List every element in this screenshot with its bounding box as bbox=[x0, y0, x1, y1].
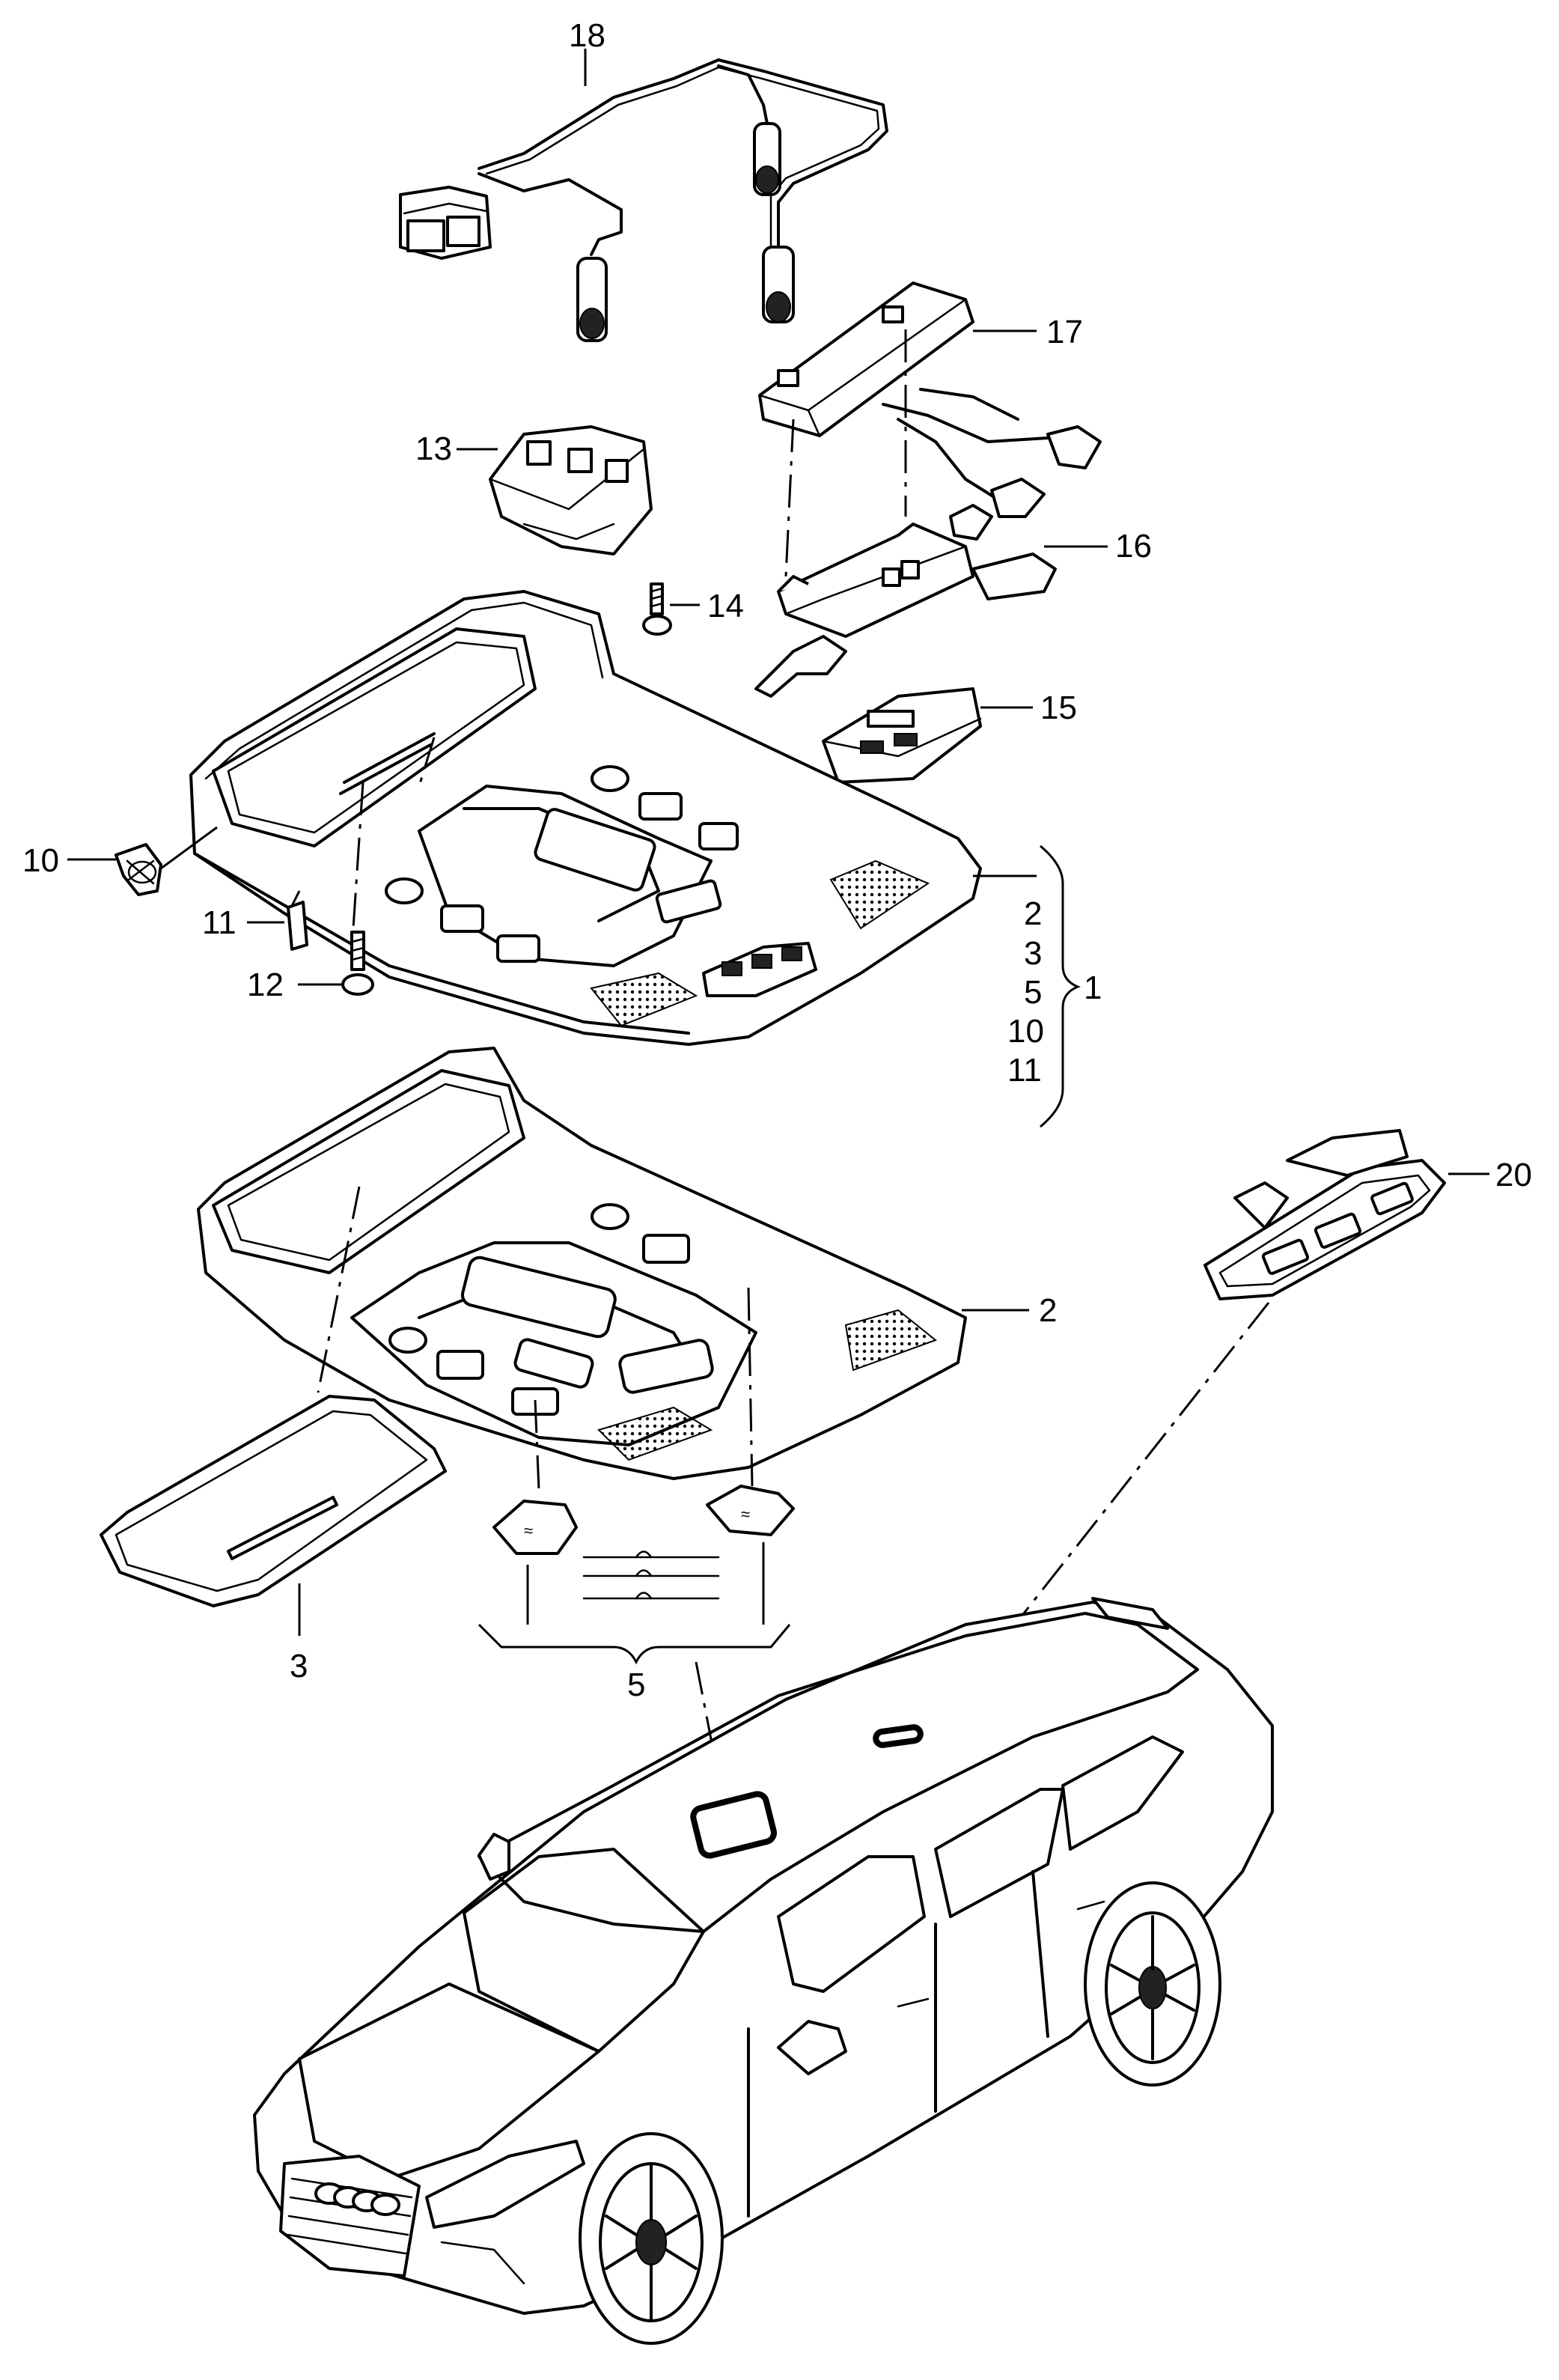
callout-13: 13 bbox=[415, 430, 452, 467]
control-module bbox=[758, 281, 1102, 541]
callout-12: 12 bbox=[247, 967, 284, 1003]
screw-14 bbox=[642, 582, 672, 636]
harness-plug-left bbox=[576, 257, 608, 342]
callout-15: 15 bbox=[1040, 690, 1077, 726]
wiring-harness bbox=[399, 58, 888, 342]
sunroof-cover bbox=[100, 1395, 447, 1607]
harness-connector-block bbox=[399, 186, 492, 260]
car-front-wheel bbox=[579, 2132, 724, 2345]
clip-11 bbox=[287, 901, 308, 951]
callout-5: 5 bbox=[627, 1667, 645, 1703]
callout-10-group: 10 bbox=[1007, 1013, 1044, 1050]
callout-11: 11 bbox=[202, 904, 237, 941]
callout-2-group: 2 bbox=[1024, 895, 1042, 932]
harness-plug-right bbox=[762, 246, 795, 323]
car-grille bbox=[279, 2155, 421, 2277]
car-rear-wheel bbox=[1084, 1881, 1221, 2087]
callout-5-group: 5 bbox=[1024, 974, 1042, 1011]
callout-10: 10 bbox=[22, 842, 59, 879]
callout-11-group: 11 bbox=[1007, 1052, 1042, 1089]
mounting-bracket bbox=[754, 523, 1057, 698]
callout-2: 2 bbox=[1039, 1292, 1057, 1329]
harness-plug-top bbox=[753, 122, 781, 196]
clip-10 bbox=[115, 843, 162, 896]
callout-16: 16 bbox=[1115, 528, 1152, 564]
callout-14: 14 bbox=[707, 588, 744, 624]
car-outline bbox=[253, 1597, 1274, 2345]
svg-text:≈: ≈ bbox=[524, 1521, 533, 1540]
svg-text:≈: ≈ bbox=[741, 1505, 750, 1524]
console-housing bbox=[197, 1047, 967, 1480]
reading-lamp-lenses: ≈ ≈ bbox=[478, 1485, 795, 1665]
interior-lamp bbox=[489, 425, 653, 556]
callout-18: 18 bbox=[569, 17, 605, 54]
callout-3-group: 3 bbox=[1024, 935, 1042, 972]
switch-module bbox=[822, 687, 982, 784]
callout-3: 3 bbox=[290, 1648, 308, 1684]
screw-12 bbox=[341, 931, 374, 996]
rear-reading-lamp bbox=[1203, 1129, 1446, 1300]
callout-1: 1 bbox=[1084, 970, 1102, 1006]
brace-group-1: 2 3 5 10 11 1 bbox=[1007, 844, 1102, 1128]
callout-20: 20 bbox=[1495, 1157, 1532, 1193]
roof-console-assembly bbox=[189, 590, 982, 1046]
callout-17: 17 bbox=[1046, 314, 1083, 350]
